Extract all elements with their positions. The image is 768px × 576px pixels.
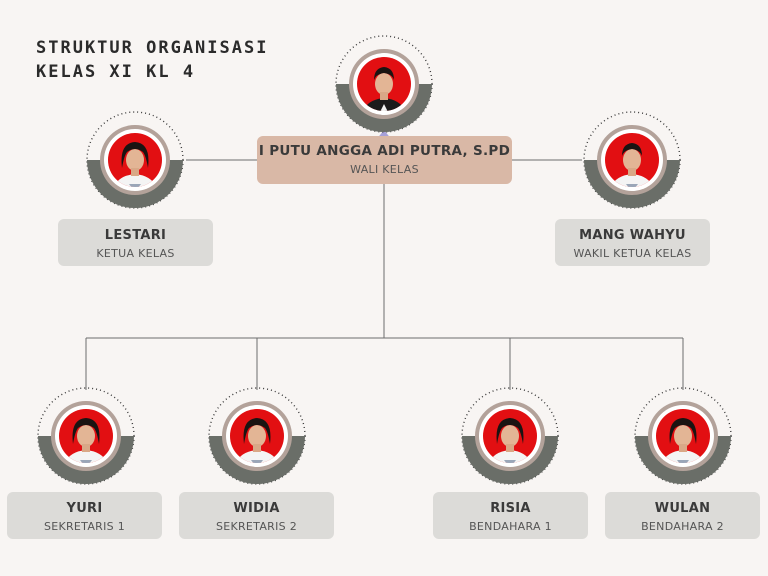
sekretaris1-avatar: [36, 386, 136, 486]
bendahara2-role: BENDAHARA 2: [641, 520, 724, 533]
bendahara1-name: RISIA: [490, 501, 531, 516]
avatar-ring-icon: [461, 387, 559, 485]
bendahara1-role: BENDAHARA 1: [469, 520, 552, 533]
wali-avatar: [334, 34, 434, 134]
bendahara2-avatar: [633, 386, 733, 486]
wali-role: WALI KELAS: [350, 163, 419, 176]
sekretaris1-role: SEKRETARIS 1: [43, 520, 126, 533]
sekretaris2-avatar: [207, 386, 307, 486]
ketua-avatar: [85, 110, 185, 210]
ketua-kelas-card: LESTARI KETUA KELAS: [58, 219, 213, 266]
bendahara1-card: RISIA BENDAHARA 1: [433, 492, 588, 539]
wakil-avatar: [582, 110, 682, 210]
bendahara2-name: WULAN: [654, 501, 711, 516]
avatar-ring-icon: [583, 111, 681, 209]
sekretaris1-name: YURI: [66, 501, 103, 516]
ketua-role: KETUA KELAS: [96, 247, 175, 260]
sekretaris2-card: WIDIA SEKRETARIS 2: [179, 492, 334, 539]
avatar-ring-icon: [86, 111, 184, 209]
ketua-name: LESTARI: [104, 228, 167, 243]
title-line-1: STRUKTUR ORGANISASI: [36, 38, 269, 58]
sekretaris1-card: YURI SEKRETARIS 1: [7, 492, 162, 539]
avatar-ring-icon: [634, 387, 732, 485]
wakil-role: WAKIL KETUA KELAS: [573, 247, 692, 260]
bendahara1-avatar: [460, 386, 560, 486]
avatar-ring-icon: [335, 35, 433, 133]
sekretaris2-role: SEKRETARIS 2: [215, 520, 298, 533]
wali-kelas-card: I PUTU ANGGA ADI PUTRA, S.PD WALI KELAS: [257, 136, 512, 184]
wakil-ketua-card: MANG WAHYU WAKIL KETUA KELAS: [555, 219, 710, 266]
bendahara2-card: WULAN BENDAHARA 2: [605, 492, 760, 539]
sekretaris2-name: WIDIA: [233, 501, 280, 516]
wakil-name: MANG WAHYU: [579, 228, 686, 243]
diagram-title: STRUKTUR ORGANISASI KELAS XI KL 4: [36, 36, 268, 84]
wali-name: I PUTU ANGGA ADI PUTRA, S.PD: [258, 143, 511, 159]
avatar-ring-icon: [208, 387, 306, 485]
title-line-2: KELAS XI KL 4: [36, 62, 196, 82]
avatar-ring-icon: [37, 387, 135, 485]
